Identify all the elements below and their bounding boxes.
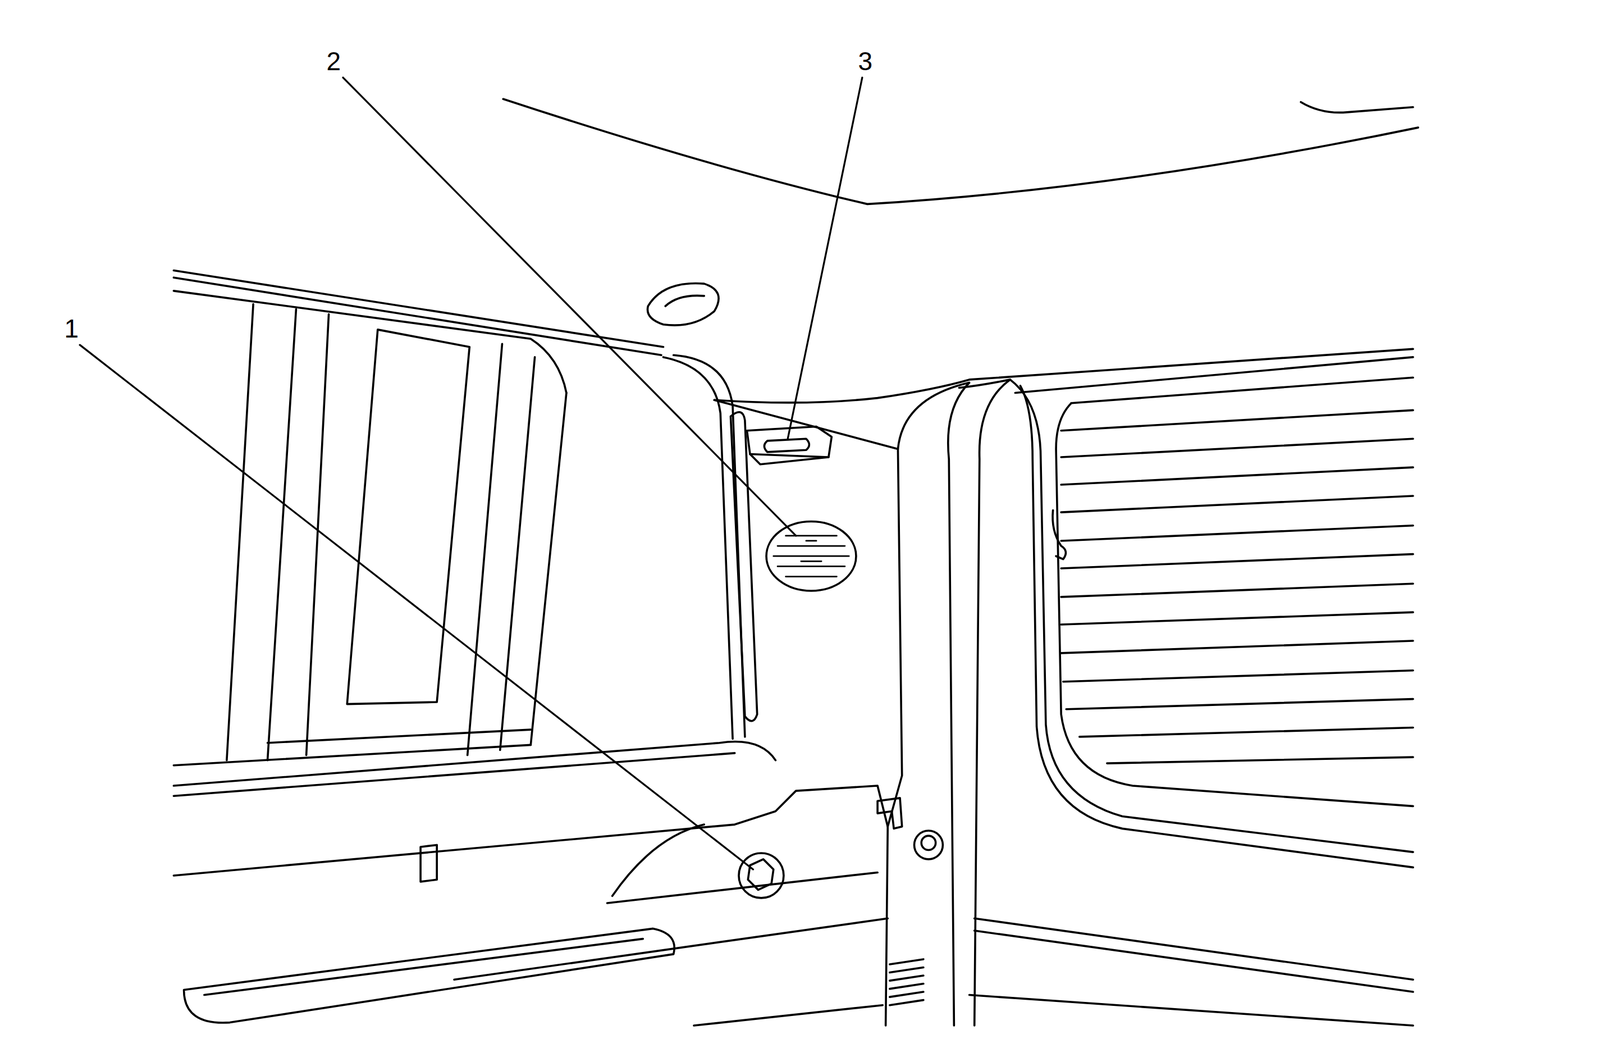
window-frame bbox=[173, 290, 567, 393]
leader-line bbox=[787, 77, 863, 439]
window-frame bbox=[173, 277, 661, 355]
coat-hook bbox=[647, 283, 719, 326]
pillar-trim bbox=[885, 448, 903, 1026]
window-pane bbox=[500, 357, 536, 751]
trim-panel bbox=[612, 824, 705, 896]
storage-tray bbox=[184, 928, 675, 1023]
window-frame bbox=[1015, 357, 1414, 393]
lower-trim bbox=[173, 785, 1414, 1026]
window-pane bbox=[267, 729, 532, 743]
pillar-trim bbox=[714, 399, 898, 449]
window-pane bbox=[1056, 403, 1414, 807]
window-frame bbox=[173, 270, 664, 347]
rear-pillar bbox=[885, 379, 1011, 1026]
window-pane bbox=[346, 329, 470, 704]
grille-slot bbox=[773, 535, 849, 577]
pillar-trim bbox=[663, 357, 734, 739]
window-pane bbox=[267, 309, 297, 761]
leader-lines bbox=[79, 77, 863, 870]
window-pane bbox=[530, 392, 567, 745]
window-pane bbox=[226, 303, 254, 760]
fastener bbox=[738, 852, 784, 898]
headliner-edge bbox=[714, 348, 1414, 403]
window-pane bbox=[467, 343, 503, 755]
left-window bbox=[173, 270, 776, 796]
pillar-trim bbox=[897, 382, 969, 1026]
window-frame bbox=[1020, 385, 1414, 868]
coat-hook bbox=[647, 283, 719, 326]
bracket bbox=[750, 454, 829, 457]
trim-panel bbox=[969, 917, 1414, 1026]
window-frame bbox=[1009, 379, 1414, 852]
bracket-slot bbox=[764, 438, 809, 452]
window-sill bbox=[173, 744, 531, 765]
headliner bbox=[503, 98, 1419, 403]
left-pillar bbox=[663, 354, 899, 739]
window-latch bbox=[1052, 509, 1066, 559]
trim-fastener bbox=[921, 835, 936, 850]
pillar-trim bbox=[673, 354, 745, 737]
speaker-grille bbox=[766, 520, 857, 591]
trim-panel bbox=[693, 1004, 883, 1026]
callout-number: 1 bbox=[64, 315, 79, 342]
speaker-grille bbox=[766, 520, 857, 591]
window-pane bbox=[306, 314, 329, 756]
hex-fastener bbox=[747, 858, 774, 890]
window-sill bbox=[173, 741, 776, 786]
leader-line bbox=[79, 344, 753, 870]
window-slat bbox=[1061, 409, 1414, 763]
trim-panel bbox=[454, 917, 888, 980]
fastener-boss bbox=[738, 852, 784, 898]
leader-line bbox=[343, 77, 797, 536]
vent-slats bbox=[889, 958, 924, 1005]
coat-hook bbox=[665, 295, 704, 306]
callout-number: 2 bbox=[326, 48, 342, 75]
callout-number: 3 bbox=[858, 48, 873, 75]
trim-hook bbox=[877, 797, 903, 829]
headliner-edge bbox=[1300, 102, 1414, 113]
headliner-edge bbox=[503, 98, 1419, 204]
right-window bbox=[1009, 357, 1414, 867]
trim-fastener bbox=[913, 830, 943, 859]
trim-clip bbox=[420, 844, 437, 881]
trim-panel bbox=[173, 785, 888, 876]
pillar-trim bbox=[958, 379, 1010, 1026]
storage-tray bbox=[204, 938, 643, 995]
window-pane bbox=[1071, 377, 1414, 403]
